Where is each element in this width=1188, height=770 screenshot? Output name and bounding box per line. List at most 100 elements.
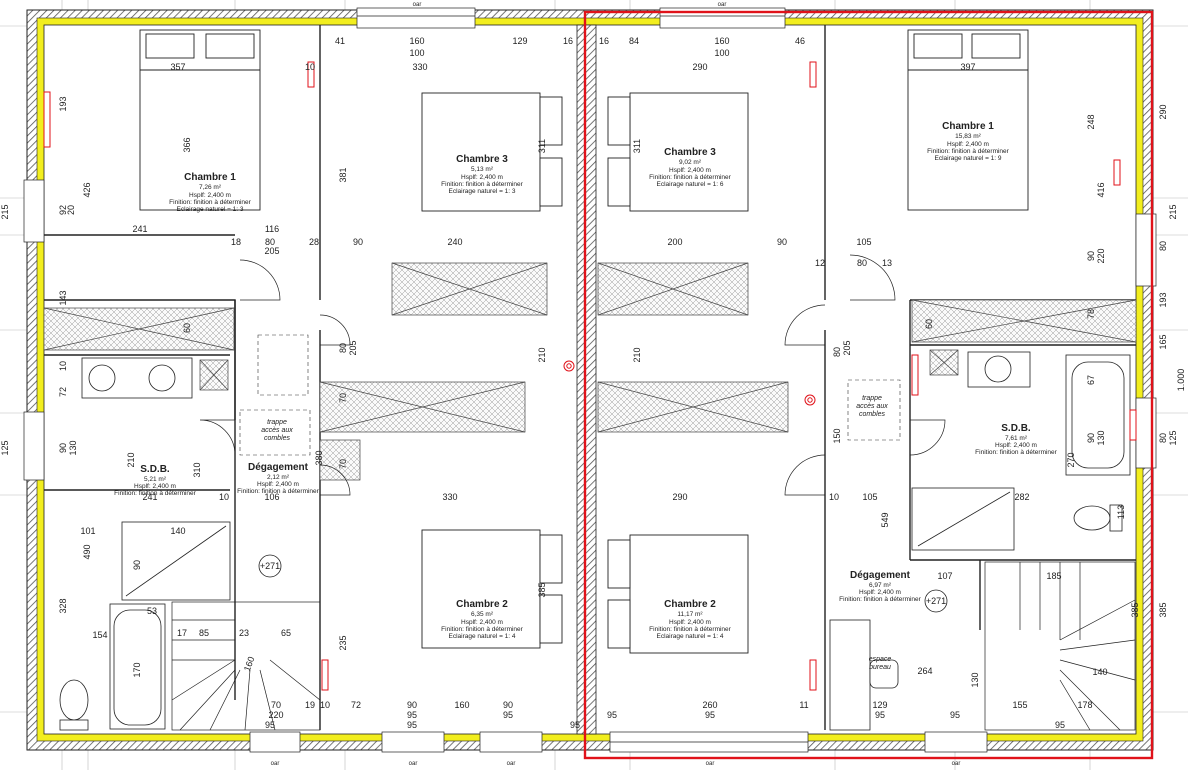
annotations: trappe accès aux combles trappe accès au… [260,2,960,767]
dim-label: 264 [917,666,932,676]
svg-text:Hsplf: 2,400 m: Hsplf: 2,400 m [189,192,231,199]
dim-label: 310 [192,462,202,477]
room-label-left-chambre-3: Chambre 3 5,13 m² Hsplf: 2,400 m Finitio… [441,154,523,195]
room-labels: Chambre 1 7,26 m² Hsplf: 2,400 m Finitio… [114,121,1057,640]
room-label-right-degagement: Dégagement 6,97 m² Hsplf: 2,400 m Finiti… [839,570,921,603]
svg-text:Finition: finition à détermine: Finition: finition à déterminer [441,626,523,633]
attic-hatch-label-right-1: trappe [862,395,882,402]
dim-label: 92 [58,205,68,215]
dim-label: 549 [880,512,890,527]
attic-hatch-label-left-2: accès aux [261,427,293,434]
svg-text:Chambre 1: Chambre 1 [184,172,236,183]
svg-text:Dégagement: Dégagement [248,462,309,473]
dim-label: 80 [1158,433,1168,443]
dim-label: 170 [132,662,142,677]
dim-label: 95 [1055,720,1065,730]
room-label-right-sdb: S.D.B. 7,61 m² Hsplf: 2,400 m Finition: … [975,423,1057,456]
room-label-left-chambre-1: Chambre 1 7,26 m² Hsplf: 2,400 m Finitio… [169,172,251,213]
room-label-left-chambre-2: Chambre 2 6,35 m² Hsplf: 2,400 m Finitio… [441,599,523,640]
svg-text:9,02 m²: 9,02 m² [679,159,702,166]
dim-label: 311 [537,139,547,153]
svg-text:Eclairage naturel = 1: 4: Eclairage naturel = 1: 4 [656,633,723,640]
dim-label: 185 [1046,571,1061,581]
dim-label: 381 [338,167,348,182]
window-label-bottom-5: oar [952,761,961,767]
svg-text:Finition: finition à détermine: Finition: finition à déterminer [649,174,731,181]
beds [139,29,1029,654]
svg-text:Hsplf: 2,400 m: Hsplf: 2,400 m [859,589,901,596]
dim-label: 80 [857,258,867,268]
svg-text:Eclairage naturel = 1: 4: Eclairage naturel = 1: 4 [448,633,515,640]
dim-label: 380 [314,450,324,465]
dim-label: 248 [1086,114,1096,129]
office-label-2: bureau [869,664,891,671]
dim-label: 130 [1096,430,1106,445]
dim-label: 125 [1168,430,1178,445]
dim-label: 95 [265,720,275,730]
dim-label: 193 [58,96,68,111]
dim-label: 95 [705,710,715,720]
dim-label: 90 [407,700,417,710]
dim-label: 130 [970,672,980,687]
dim-label: 95 [950,710,960,720]
svg-text:Chambre 2: Chambre 2 [664,599,716,610]
dim-label: 95 [570,720,580,730]
dim-label: 113 [1116,505,1126,519]
room-label-left-degagement: Dégagement 2,12 m² Hsplf: 2,400 m Finiti… [237,462,319,495]
dim-label: 241 [132,224,147,234]
dim-label: 23 [239,628,249,638]
dim-label: 129 [872,700,887,710]
dim-label: 290 [672,492,687,502]
dim-label: 290 [1158,104,1168,119]
dim-label: 160 [714,36,729,46]
svg-text:6,35 m²: 6,35 m² [471,611,494,618]
dim-label: 385 [537,582,547,597]
office-label-1: espace [869,656,892,663]
bathroom-fixtures [59,351,1131,731]
dim-label: 416 [1096,182,1106,197]
dim-label: 150 [832,428,842,443]
window-label-bottom-1: oar [271,761,280,767]
dim-label: 130 [68,440,78,455]
stairs [171,561,1136,731]
svg-text:Finition: finition à détermine: Finition: finition à déterminer [927,148,1009,155]
dim-label: 105 [862,492,877,502]
dim-label: 160 [242,655,257,673]
window-label-top-right: oar [718,2,727,8]
dim-label: 366 [182,137,192,152]
svg-text:11,17 m²: 11,17 m² [677,611,703,618]
attic-hatch-label-left-3: combles [264,435,291,442]
dim-label: 426 [82,182,92,197]
svg-text:Hsplf: 2,400 m: Hsplf: 2,400 m [669,619,711,626]
dim-label: 260 [702,700,717,710]
dim-label: 12 [815,258,825,268]
attic-hatches [239,334,901,456]
dim-label: 10 [219,492,229,502]
dim-label: 10 [305,62,315,72]
svg-text:5,13 m²: 5,13 m² [471,166,494,173]
svg-text:Hsplf: 2,400 m: Hsplf: 2,400 m [461,619,503,626]
dim-label: 165 [1158,334,1168,349]
svg-text:Eclairage naturel = 1: 6: Eclairage naturel = 1: 6 [656,181,723,188]
dim-label: 357 [170,62,185,72]
dim-label: 95 [407,710,417,720]
dim-label: 143 [58,290,68,305]
dim-label: 90 [777,237,787,247]
dim-label: 72 [58,387,68,397]
dim-label: 10 [58,361,68,371]
dim-label: 330 [412,62,427,72]
dim-label: 46 [795,36,805,46]
dim-label: 200 [667,237,682,247]
dim-label: 178 [1077,700,1092,710]
svg-text:Finition: finition à détermine: Finition: finition à déterminer [839,596,921,603]
dim-label: 20 [66,205,76,215]
svg-text:Eclairage naturel = 1: 3: Eclairage naturel = 1: 3 [176,206,243,213]
dim-label: 10 [829,492,839,502]
room-label-right-chambre-3: Chambre 3 9,02 m² Hsplf: 2,400 m Finitio… [649,147,731,188]
selection-frame [583,10,1154,760]
dim-label: 80 [1158,241,1168,251]
dim-label: 100 [714,48,729,58]
dim-label: 116 [265,224,279,234]
dim-label: 60 [182,323,192,333]
